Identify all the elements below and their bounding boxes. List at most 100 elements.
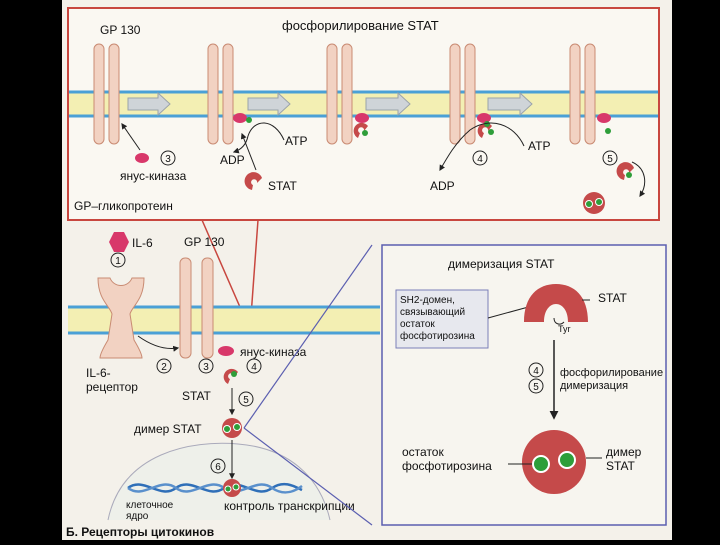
tyr-hook-icon <box>553 317 565 325</box>
zoom-connector-upper <box>243 244 373 429</box>
il6-ligand-icon <box>109 232 129 252</box>
atp-adp-arrow-1 <box>232 122 285 154</box>
top-step4-badge <box>472 150 488 166</box>
zoom-connector-lower <box>243 427 373 526</box>
bottom-stat-icon <box>223 368 238 384</box>
bound-kinase-3-icon <box>355 113 369 123</box>
dimerization-stat-label: STAT <box>598 291 628 305</box>
nucleus-label-line2: ядро <box>126 511 149 522</box>
free-kinase-icon <box>135 153 149 163</box>
nucleus-icon <box>107 442 331 521</box>
adp-label-1: ADP <box>220 153 245 167</box>
atp-label-2: ATP <box>528 139 550 153</box>
top-step3-badge <box>160 150 176 166</box>
top-kinase-label: янус-киназа <box>120 169 187 183</box>
phospho-5-icon <box>605 128 611 134</box>
right-step4-number: 4 <box>533 366 539 377</box>
step1-badge <box>110 252 126 268</box>
bottom-step4-number: 4 <box>251 362 257 373</box>
bound-kinase-4-icon <box>477 113 491 123</box>
bound-kinase-5-icon <box>597 113 611 123</box>
right-step4-badge <box>528 362 544 378</box>
textbook-page: GP 130 фосфорилирование STAT 3 янус-кина… <box>62 0 672 540</box>
stat-dimer-large-icon <box>522 430 586 494</box>
tyr-label: Tyr <box>558 324 571 334</box>
residue-line2: фосфотирозина <box>402 459 492 473</box>
top-receptor-stage-1 <box>93 43 120 145</box>
top-receptor-stage-3 <box>326 43 353 145</box>
sh2-line4: фосфотирозина <box>400 330 475 342</box>
adp-label-2: ADP <box>430 179 455 193</box>
gp130-chain-a <box>179 257 192 359</box>
receptor-label-line2: рецептор <box>86 380 138 394</box>
dimer-line2: STAT <box>606 459 636 473</box>
top-stat-label: STAT <box>268 179 298 193</box>
top-step5-number: 5 <box>607 154 613 165</box>
top-panel-title: фосфорилирование STAT <box>282 18 439 33</box>
transcription-label: контроль транскрипции <box>224 499 355 513</box>
right-step5-number: 5 <box>533 382 539 393</box>
sh2-line3: остаток <box>400 319 435 330</box>
receptor-label-line1: IL-6- <box>86 366 111 380</box>
sh2-pointer <box>487 305 533 319</box>
stage-arrow-4 <box>487 91 533 117</box>
sh2-line1: SH2-домен, <box>400 295 455 306</box>
top-receptor-stage-4 <box>449 43 476 145</box>
step6-number: 6 <box>215 462 221 473</box>
bottom-step4-badge <box>246 358 262 374</box>
stage-arrow-1 <box>127 91 171 117</box>
stat-docking-arrow <box>240 132 257 171</box>
step6-badge <box>210 458 226 474</box>
phospho-2-icon <box>246 117 252 123</box>
released-stat-icon <box>616 162 634 180</box>
top-step4-number: 4 <box>477 154 483 165</box>
bottom-step5-badge <box>238 391 254 407</box>
top-gp130-label: GP 130 <box>100 23 141 37</box>
phospho-3-icon <box>362 130 368 136</box>
docked-stat-4-icon <box>477 122 492 138</box>
bottom-gp130-label: GP 130 <box>184 235 225 249</box>
il6-receptor-icon <box>97 277 145 359</box>
cytokine-receptor-diagram: GP 130 фосфорилирование STAT 3 янус-кина… <box>66 7 667 539</box>
dimer-line1: димер <box>606 445 642 459</box>
bottom-step3-badge <box>198 358 214 374</box>
sh2-line2: связывающий <box>400 307 465 318</box>
step1-number: 1 <box>115 256 121 267</box>
dimer-label: димер STAT <box>134 422 202 436</box>
atp-adp-arrow-2 <box>439 122 525 172</box>
stage-arrows <box>127 91 533 117</box>
bottom-kinase-icon <box>218 346 234 356</box>
right-step5-badge <box>528 378 544 394</box>
dimerization-arrow-top <box>631 161 646 197</box>
bottom-stat-dimer-icon <box>222 418 242 438</box>
bottom-phospho-icon <box>231 371 237 377</box>
stat-monomer-large-icon <box>524 284 588 322</box>
stage-arrow-3 <box>365 91 411 117</box>
docked-stat-3-icon <box>353 122 368 138</box>
phospho-4a-icon <box>484 121 490 127</box>
atp-label-1: ATP <box>285 134 307 148</box>
bottom-stat-label: STAT <box>182 389 212 403</box>
step2-arrow <box>137 335 180 352</box>
gp-note: GP–гликопротеин <box>74 199 173 213</box>
top-step5-badge <box>602 150 618 166</box>
phospho-4b-icon <box>488 129 494 135</box>
nucleus-label-line1: клеточное <box>126 500 174 511</box>
step2-number: 2 <box>161 362 167 373</box>
nuclear-stat-dimer-icon <box>223 479 241 497</box>
kinase-binding-arrow <box>121 123 141 151</box>
dimerization-title: димеризация STAT <box>448 257 555 271</box>
top-receptor-stage-2 <box>207 43 234 145</box>
process-line1: фосфорилирование <box>560 367 663 379</box>
figure-caption: Б. Рецепторы цитокинов <box>66 525 214 539</box>
step2-badge <box>156 358 172 374</box>
sh2-callout-box <box>395 289 489 349</box>
top-stat-dimer-icon <box>583 192 605 214</box>
stat-monomer-icon <box>244 172 262 190</box>
bottom-step5-number: 5 <box>243 395 249 406</box>
gp130-chain-b <box>201 257 214 359</box>
top-step3-number: 3 <box>165 154 171 165</box>
bottom-step3-number: 3 <box>203 362 209 373</box>
released-phospho-icon <box>626 172 632 178</box>
